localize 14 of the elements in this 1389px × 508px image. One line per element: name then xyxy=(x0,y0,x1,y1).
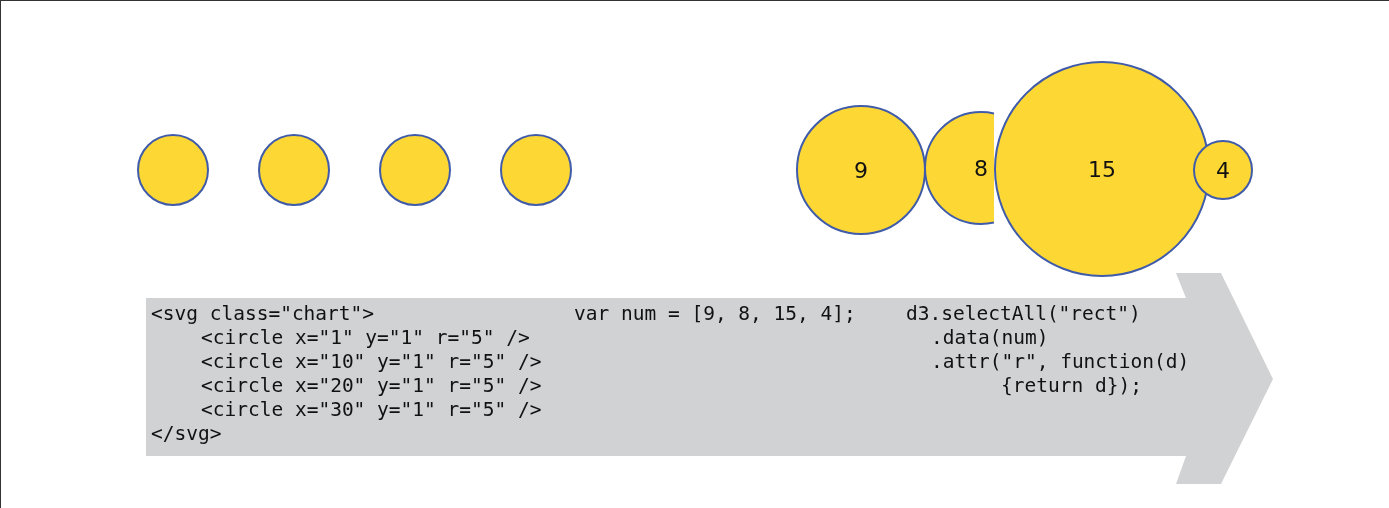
code-line: .attr("r", function(d) xyxy=(931,350,1190,374)
code-line: d3.selectAll("rect") xyxy=(906,302,1141,326)
code-line: </svg> xyxy=(151,422,222,446)
value-circle: 8 xyxy=(924,111,994,225)
code-line: .data(num) xyxy=(931,326,1049,350)
code-line: <svg class="chart"> xyxy=(151,302,375,326)
code-line: {return d}); xyxy=(1001,374,1142,398)
code-line: var num = [9, 8, 15, 4]; xyxy=(574,302,856,326)
code-line: <circle x="30" y="1" r="5" /> xyxy=(201,398,542,422)
value-circle: 4 xyxy=(1193,140,1253,200)
code-line: <circle x="10" y="1" r="5" /> xyxy=(201,350,542,374)
code-line: <circle x="20" y="1" r="5" /> xyxy=(201,374,542,398)
value-circle: 9 xyxy=(796,105,926,235)
code-line: <circle x="1" y="1" r="5" /> xyxy=(201,326,530,350)
